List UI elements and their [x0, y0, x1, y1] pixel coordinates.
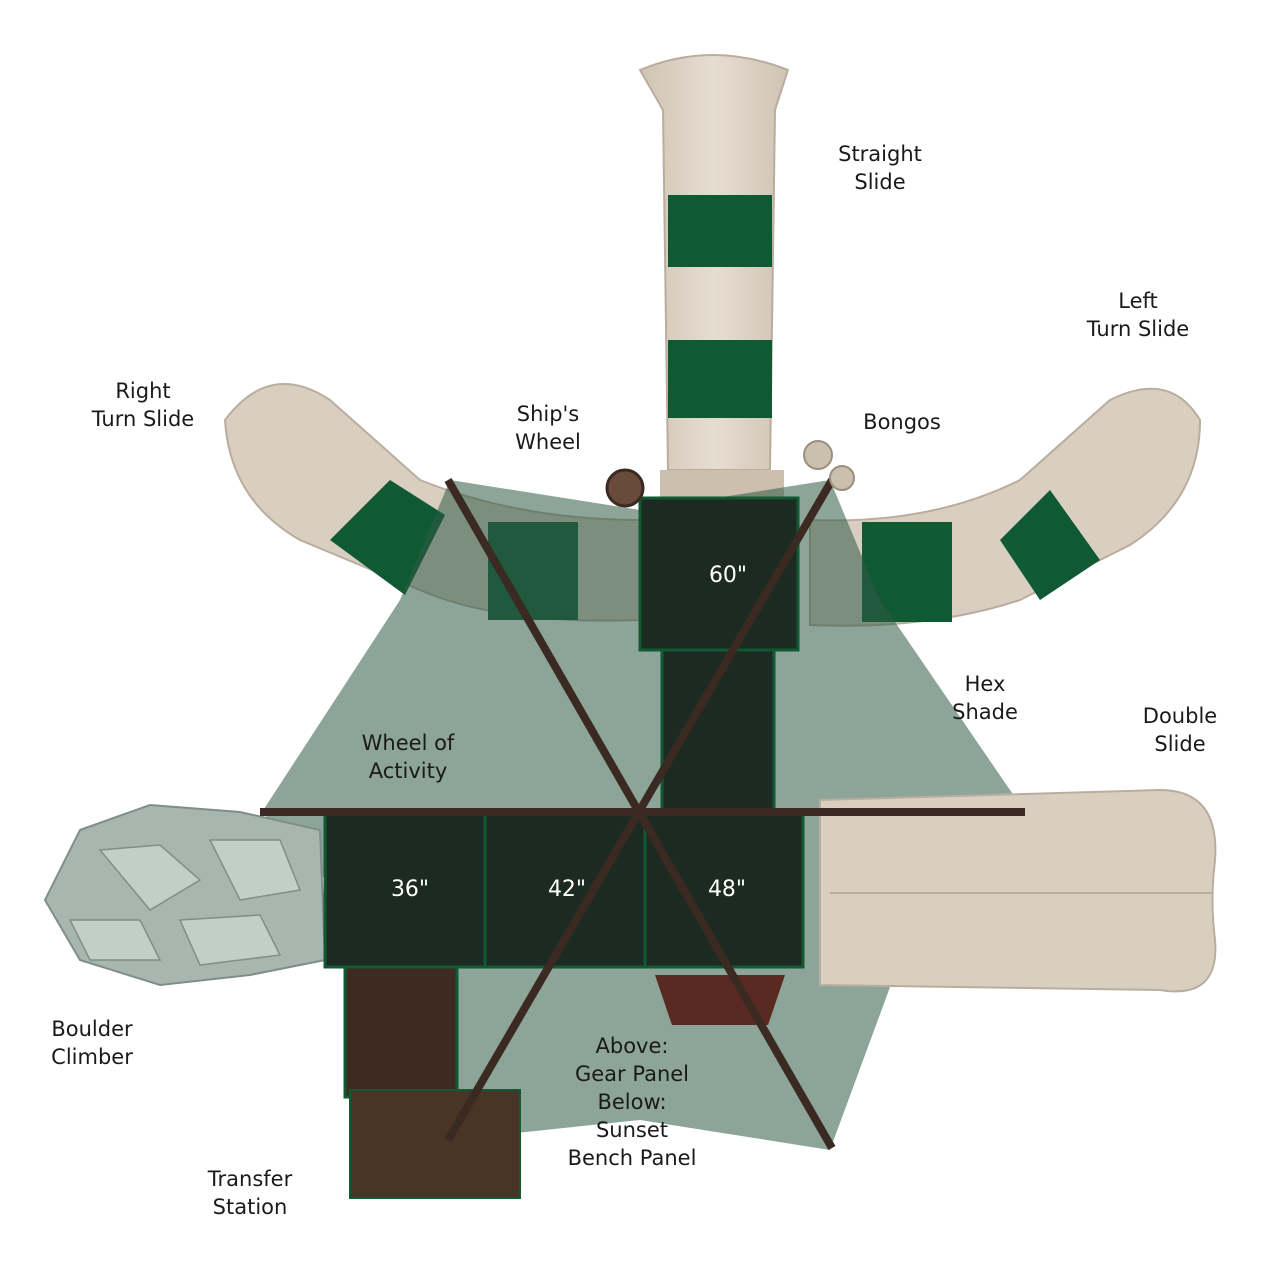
ships-wheel-icon [605, 468, 645, 508]
label-boulder-climber: Boulder Climber [32, 1015, 152, 1071]
label-transfer-station: Transfer Station [190, 1165, 310, 1221]
label-line: Left [1118, 289, 1158, 313]
label-line: Hex [964, 672, 1006, 696]
label-line: Slide [854, 170, 906, 194]
label-line: Sunset [595, 1118, 669, 1142]
boulder-climber [43, 803, 327, 987]
label-line: Climber [51, 1045, 133, 1069]
label-wheel-of-activity: Wheel of Activity [348, 729, 468, 785]
label-double-slide: Double Slide [1130, 702, 1230, 758]
label-right-turn-slide: Right Turn Slide [73, 377, 213, 433]
deck-height-42: 42" [547, 877, 587, 902]
label-line: Below: [597, 1090, 667, 1114]
deck-height-60: 60" [708, 563, 748, 588]
straight-slide [638, 54, 790, 498]
label-line: Gear Panel [574, 1062, 690, 1086]
label-bongos: Bongos [852, 408, 952, 436]
label-ships-wheel: Ship's Wheel [498, 400, 598, 456]
label-line: Boulder [51, 1017, 133, 1041]
label-line: Straight [838, 142, 922, 166]
bongos-icon [803, 440, 855, 491]
deck-height-36: 36" [390, 877, 430, 902]
label-left-turn-slide: Left Turn Slide [1068, 287, 1208, 343]
deck-height-48: 48" [707, 877, 747, 902]
label-line: Wheel of [361, 731, 455, 755]
shade-posts [260, 477, 1025, 1150]
left-turn-slide [809, 387, 1202, 627]
label-line: Double [1142, 704, 1218, 728]
label-line: Turn Slide [91, 407, 195, 431]
label-hex-shade: Hex Shade [935, 670, 1035, 726]
label-line: Slide [1154, 732, 1206, 756]
label-line: Ship's [516, 402, 580, 426]
label-line: Turn Slide [1086, 317, 1190, 341]
label-straight-slide: Straight Slide [820, 140, 940, 196]
label-line: Bongos [863, 410, 941, 434]
label-line: Above: [595, 1034, 669, 1058]
label-line: Station [212, 1195, 288, 1219]
label-line: Shade [952, 700, 1018, 724]
label-line: Right [115, 379, 171, 403]
double-slide [819, 788, 1217, 993]
label-gear-panel: Above: Gear Panel Below: Sunset Bench Pa… [552, 1032, 712, 1172]
label-line: Bench Panel [567, 1146, 697, 1170]
label-line: Activity [368, 759, 448, 783]
label-line: Wheel [515, 430, 581, 454]
label-line: Transfer [207, 1167, 293, 1191]
